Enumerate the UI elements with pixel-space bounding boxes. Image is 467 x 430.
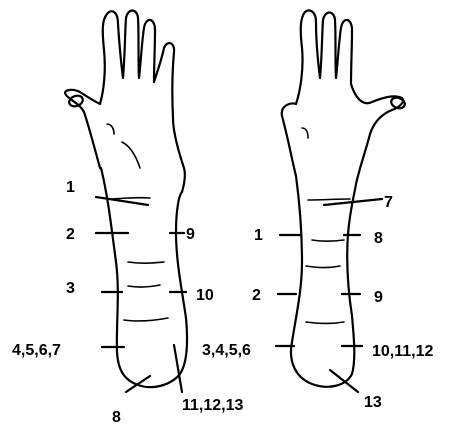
right-label-8: 8 — [374, 230, 383, 247]
left-label-4-5-6-7: 4,5,6,7 — [12, 342, 61, 359]
left-tick-11-12-13 — [174, 345, 182, 392]
left-label-10: 10 — [196, 287, 214, 304]
right-forearm-outline — [291, 176, 356, 387]
right-thumb-nail — [390, 96, 407, 110]
right-tick-13 — [330, 370, 358, 392]
right-label-10-11-12: 10,11,12 — [372, 343, 434, 360]
right-finger-gap — [302, 128, 308, 138]
right-mark-b — [306, 266, 340, 268]
left-label-2: 2 — [66, 226, 75, 243]
left-thumb-nail — [68, 94, 85, 108]
right-mark-c — [306, 322, 344, 324]
right-wrist-band — [308, 199, 350, 200]
left-arm-drawing — [65, 11, 187, 393]
left-mark-a — [128, 262, 164, 263]
left-label-8: 8 — [112, 409, 121, 426]
right-label-3-4-5-6: 3,4,5,6 — [202, 342, 251, 359]
left-tick-8 — [126, 376, 150, 392]
right-hand-outline — [282, 10, 403, 184]
left-mark-b — [128, 285, 160, 287]
left-label-1: 1 — [66, 179, 75, 196]
right-label-9: 9 — [374, 289, 383, 306]
right-label-1: 1 — [254, 227, 263, 244]
right-mark-a — [312, 240, 344, 241]
right-label-2: 2 — [252, 287, 261, 304]
left-label-11-12-13: 11,12,13 — [182, 397, 244, 414]
right-label-7: 7 — [384, 194, 393, 211]
left-label-9: 9 — [186, 226, 195, 243]
right-label-13: 13 — [364, 394, 382, 411]
left-finger-gap — [107, 124, 114, 134]
left-mark-c — [124, 318, 168, 321]
left-label-3: 3 — [66, 280, 75, 297]
left-wrist-band — [112, 198, 150, 199]
left-palm-crease — [122, 142, 140, 168]
